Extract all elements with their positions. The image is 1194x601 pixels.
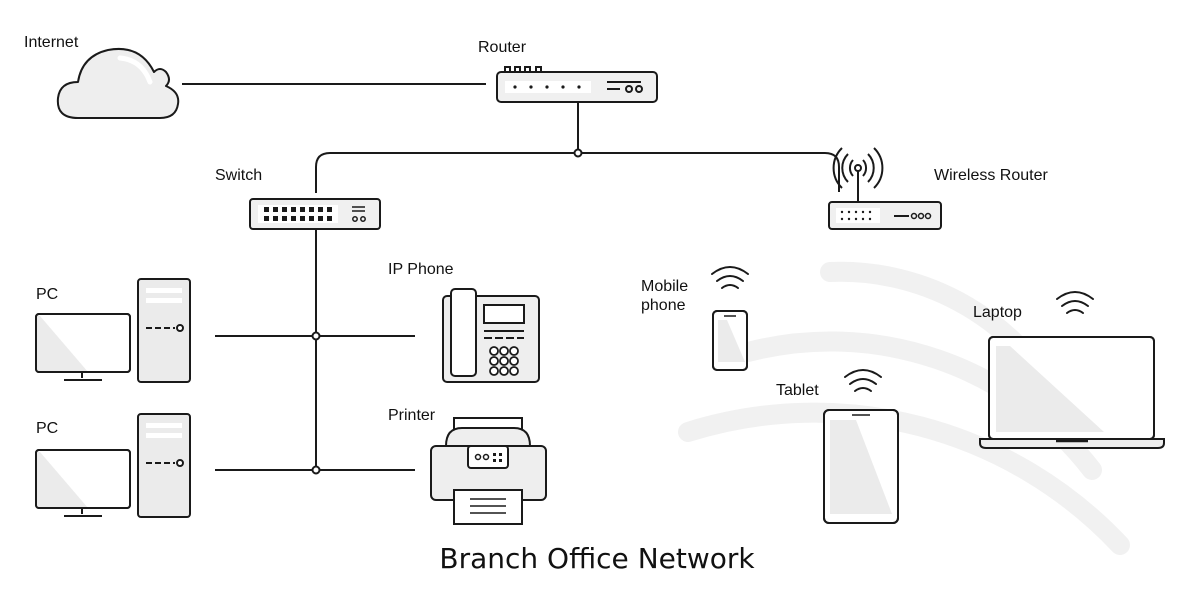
mobile-phone-label-line1: Mobile xyxy=(641,278,689,295)
printer-label: Printer xyxy=(388,407,436,424)
wifi-icon xyxy=(711,266,749,289)
wifi-icon xyxy=(1056,291,1094,314)
junction-dots xyxy=(311,148,583,475)
pc-icon xyxy=(35,278,191,383)
tablet-icon xyxy=(823,409,899,524)
pc-label: PC xyxy=(36,286,59,303)
ip-phone-icon xyxy=(442,288,540,383)
laptop-label: Laptop xyxy=(973,304,1022,321)
wifi-icon xyxy=(844,369,882,392)
mobile-phone-icon xyxy=(712,310,748,371)
switch-label: Switch xyxy=(215,167,263,184)
link-junction-switch xyxy=(315,152,578,193)
printer-icon xyxy=(430,417,547,525)
switch-icon xyxy=(249,198,381,230)
wireless-router-icon xyxy=(828,147,942,230)
diagram-title: Branch Office Network xyxy=(439,542,755,575)
router-label: Router xyxy=(478,39,527,56)
laptop-icon xyxy=(979,336,1165,449)
router-icon xyxy=(496,66,658,103)
pc-icon xyxy=(35,413,191,518)
wireless-router-label: Wireless Router xyxy=(934,167,1048,184)
mobile-phone-label-line2: phone xyxy=(641,297,686,314)
pc-label: PC xyxy=(36,420,59,437)
ip-phone-label: IP Phone xyxy=(388,261,454,278)
cloud-icon xyxy=(56,48,180,119)
tablet-label: Tablet xyxy=(776,382,819,399)
link-junction-wireless xyxy=(578,152,840,192)
internet-label: Internet xyxy=(24,34,79,51)
